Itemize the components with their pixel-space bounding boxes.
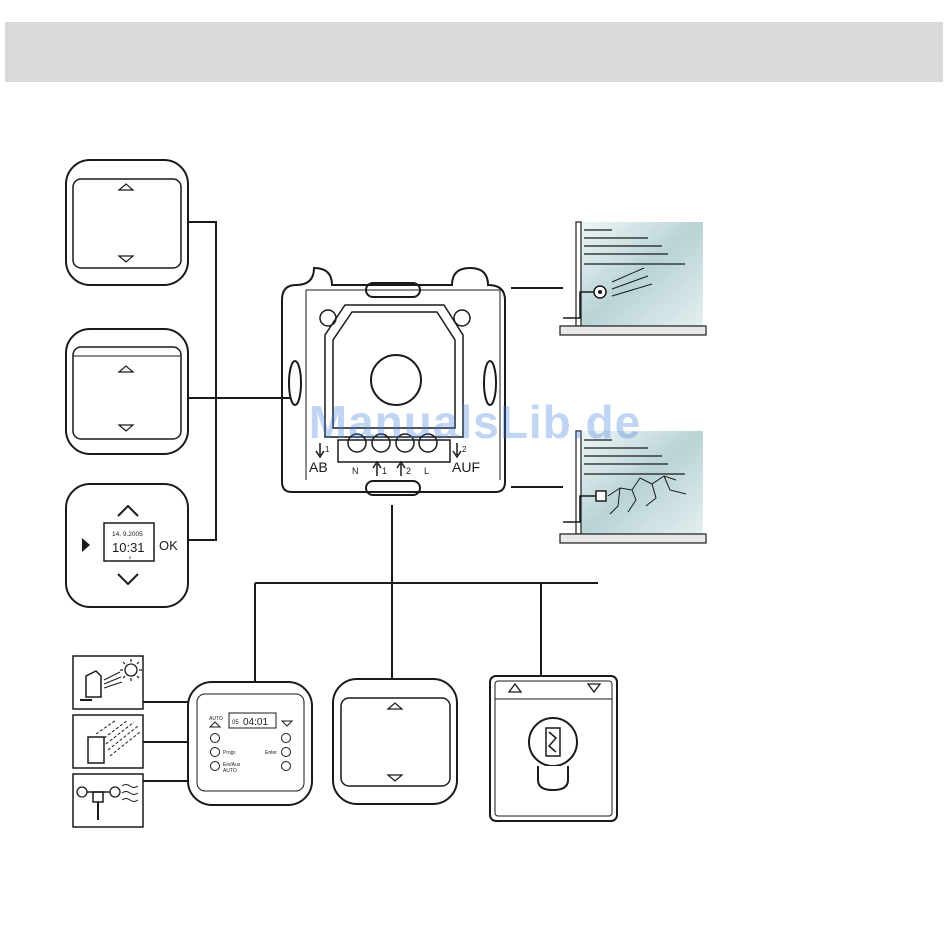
- label-auf: AUF: [452, 459, 480, 475]
- sun-wall-sensor-icon: [73, 656, 143, 709]
- timer-button[interactable]: [211, 734, 220, 743]
- timer-insert[interactable]: AUTO 05 04:01 Progr. Enter Ein/Aus AUTO: [188, 682, 312, 805]
- terminal-down-num: 1: [325, 445, 330, 454]
- enter-label: Enter: [265, 750, 277, 756]
- rocker-switch-bottom[interactable]: [333, 679, 457, 804]
- arrow-down-terminal-icon: [316, 443, 324, 457]
- timer-insert-display-value: 04:01: [243, 717, 268, 728]
- timer-insert-display-left: 05: [232, 720, 239, 726]
- rocker-switch-middle[interactable]: [66, 329, 188, 454]
- terminal-up-num: 2: [462, 445, 467, 454]
- timer-button[interactable]: [282, 748, 291, 757]
- label-ab: AB: [309, 459, 328, 475]
- ok-label: OK: [159, 538, 178, 553]
- terminal-n: N: [352, 466, 359, 476]
- arrow-up-terminal-icon: [397, 462, 405, 476]
- wind-sensor-icon: [73, 774, 143, 827]
- arrow-down-terminal-icon: [453, 443, 461, 457]
- window-glassbreak-sensor: [560, 431, 706, 543]
- timer-button[interactable]: [282, 762, 291, 771]
- terminal-2: 2: [406, 466, 411, 476]
- window-sun-sensor: [560, 222, 706, 335]
- prog-label: Progr.: [223, 750, 236, 756]
- timer-button[interactable]: [211, 762, 220, 771]
- terminal-1: 1: [382, 466, 387, 476]
- timer-time: 10:31: [112, 540, 145, 555]
- rocker-switch-top[interactable]: [66, 160, 188, 285]
- glassbreak-sensor-icon: [596, 491, 606, 501]
- terminal-l: L: [424, 466, 429, 476]
- auto-label: AUTO: [209, 716, 223, 722]
- timer-button[interactable]: [211, 748, 220, 757]
- key-switch[interactable]: [490, 676, 617, 821]
- timer-date: 14. 9.2005: [112, 531, 143, 538]
- rain-sensor-icon: [73, 715, 143, 768]
- timer-button[interactable]: [282, 734, 291, 743]
- arrow-up-terminal-icon: [373, 462, 381, 476]
- timer-switch[interactable]: 14. 9.2005 10:31 s OK: [66, 484, 188, 607]
- auto2-label: AUTO: [223, 768, 237, 774]
